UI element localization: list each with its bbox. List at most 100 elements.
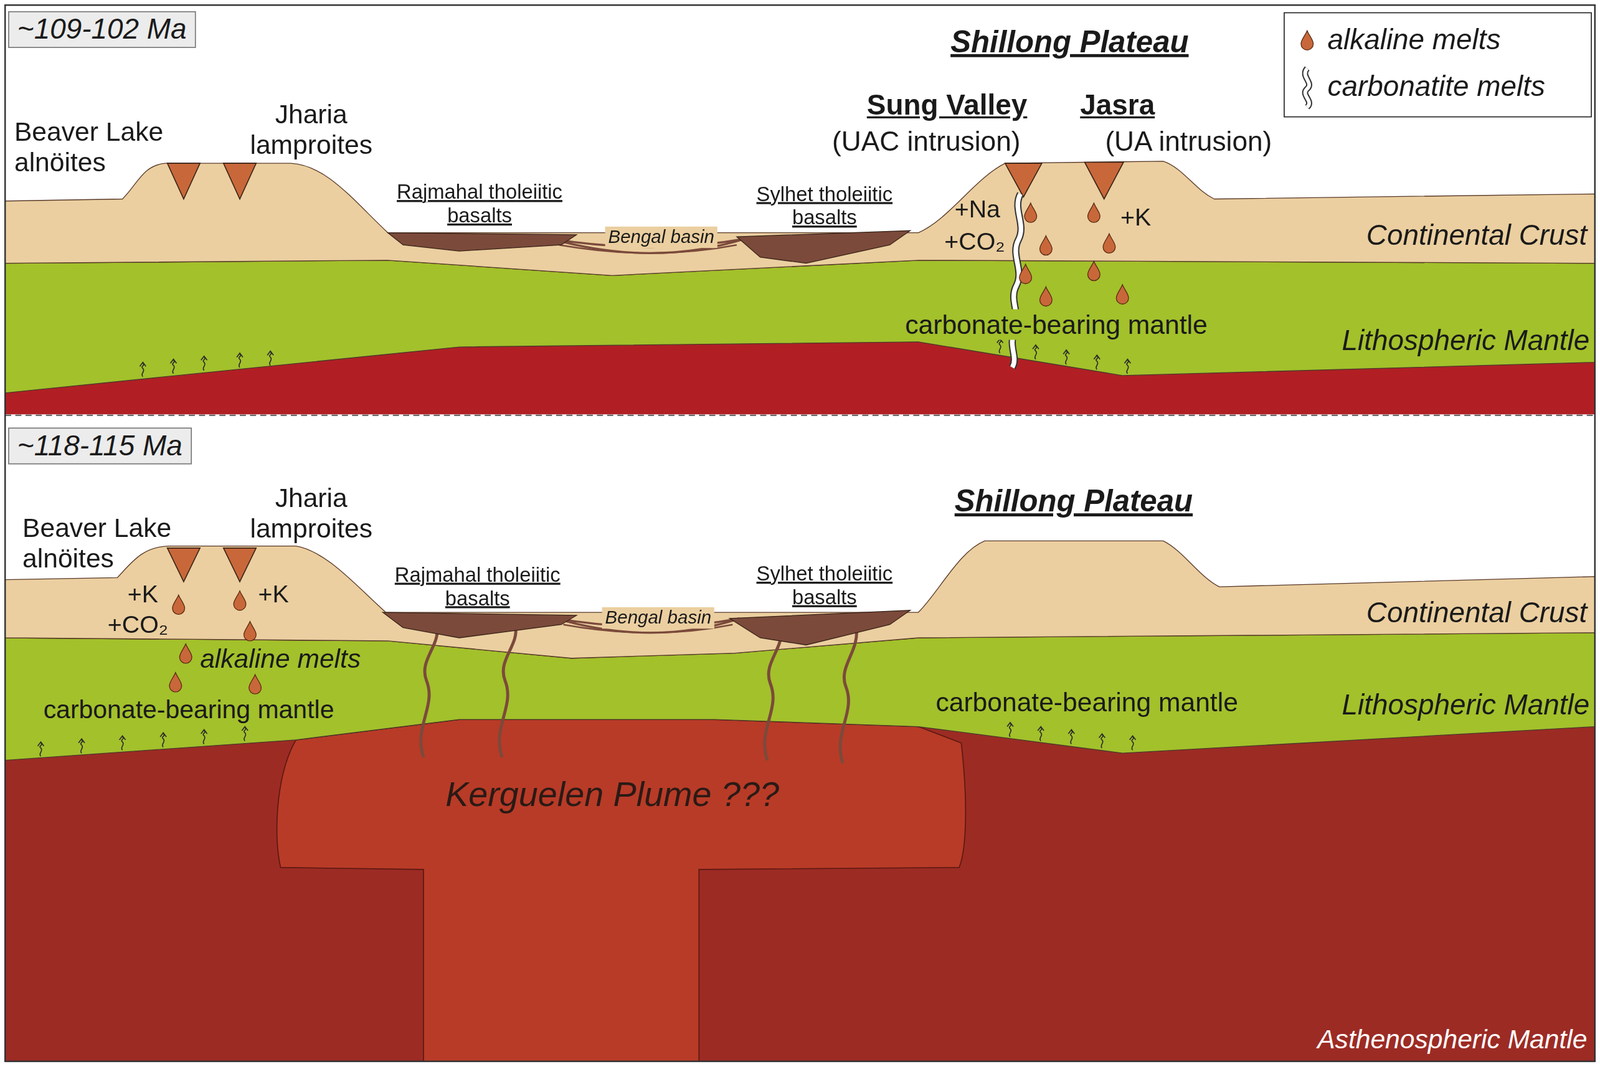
locality-name: Jasra xyxy=(1079,87,1155,121)
melt-drop xyxy=(179,643,192,664)
time-box: ~118-115 Ma xyxy=(8,427,192,464)
legend-text: alkaline melts xyxy=(1327,23,1501,57)
legend-sample xyxy=(1292,64,1322,109)
melt-drop xyxy=(1019,264,1032,284)
melt-drop xyxy=(1116,284,1129,304)
intrusion-type: (UAC intrusion) xyxy=(832,126,1021,159)
intrusion-triangle xyxy=(223,548,256,582)
upwelling-arrow xyxy=(236,353,243,368)
time-label: ~109-102 Ma xyxy=(17,13,187,47)
intrusion-triangle xyxy=(1084,162,1124,200)
melt-drop xyxy=(169,672,182,692)
upwelling-arrow xyxy=(1129,735,1137,750)
intrusion-triangle xyxy=(223,163,256,199)
basalt-label: Sylhet tholeiitic basalts xyxy=(729,181,919,230)
basalt-flow xyxy=(736,230,911,263)
locality-label: Beaver Lake alnöites xyxy=(14,115,178,179)
intrusion-type: (UA intrusion) xyxy=(1104,126,1272,159)
layer-name: Lithospheric Mantle xyxy=(1341,686,1590,721)
upwelling-arrow xyxy=(1032,345,1039,360)
locality-label: Beaver Lake alnöites xyxy=(22,511,186,575)
plume-label: Kerguelen Plume ??? xyxy=(445,773,780,815)
basalt-label: Sylhet tholeiitic basalts xyxy=(729,561,919,610)
upwelling-arrow xyxy=(1007,722,1014,737)
basalt-label: Rajmahal tholeiitic basalts xyxy=(369,179,590,228)
upwelling-arrow xyxy=(170,359,177,374)
mantle-label: carbonate-bearing mantle xyxy=(935,686,1238,718)
melt-drop xyxy=(1024,203,1037,223)
melt-drop xyxy=(1088,260,1101,281)
upwelling-arrow xyxy=(1099,733,1106,748)
upwelling-arrow xyxy=(160,732,167,747)
upwelling-arrow xyxy=(119,735,126,750)
carbonatite-vein-outline xyxy=(1012,193,1021,368)
upwelling-arrow xyxy=(1037,726,1044,742)
basalt-flow xyxy=(388,232,577,251)
mantle-label: carbonate-bearing mantle xyxy=(901,308,1211,341)
basin-label: Bengal basin xyxy=(605,226,718,248)
upwelling-arrow xyxy=(139,362,146,377)
time-label: ~118-115 Ma xyxy=(17,429,183,463)
layer-name: Continental Crust xyxy=(1366,217,1587,252)
upwelling-arrow xyxy=(1124,359,1132,374)
enrichment-label: +Na xyxy=(954,194,1001,224)
melt-drop-sample xyxy=(1301,30,1314,50)
enrichment-label: +CO₂ xyxy=(944,227,1005,256)
carbonatite-vein xyxy=(1012,193,1021,368)
locality-label: Jharia lamproites xyxy=(229,98,393,162)
basalt-flow xyxy=(382,612,577,638)
upwelling-arrow xyxy=(1063,350,1070,365)
region-title: Shillong Plateau xyxy=(950,23,1189,60)
melt-drop xyxy=(1102,233,1116,253)
legend-sample xyxy=(1292,17,1322,63)
continental-crust-layer xyxy=(4,161,1596,276)
locality-label: Jharia lamproites xyxy=(229,482,393,545)
intrusion-triangle xyxy=(1005,163,1042,197)
feeder-dyke xyxy=(499,626,516,758)
lithospheric-mantle-layer xyxy=(4,632,1596,761)
lithospheric-mantle-layer xyxy=(4,260,1596,393)
upwelling-arrow xyxy=(78,738,85,753)
melt-drop xyxy=(244,621,257,641)
feeder-dyke xyxy=(421,626,438,758)
melt-drop xyxy=(233,591,247,611)
upwelling-arrow xyxy=(1093,355,1100,370)
upwelling-arrow xyxy=(37,741,45,757)
enrichment-label: +K xyxy=(1120,203,1151,232)
enrichment-label: +K xyxy=(127,579,159,609)
basin-label: Bengal basin xyxy=(602,606,715,629)
panel-divider xyxy=(4,414,1596,417)
melt-drop xyxy=(1040,286,1053,306)
region-title: Shillong Plateau xyxy=(954,482,1193,519)
upwelling-arrow xyxy=(201,729,208,744)
basalt-label: Rajmahal tholeiitic basalts xyxy=(368,563,588,611)
plume xyxy=(277,719,966,1062)
figure-border xyxy=(4,4,1596,1062)
locality-name: Sung Valley xyxy=(866,87,1028,121)
mantle-label: carbonate-bearing mantle xyxy=(43,695,335,725)
melt-drop xyxy=(249,674,262,694)
layer-name: Continental Crust xyxy=(1366,595,1587,630)
enrichment-label: +CO₂ xyxy=(107,610,169,640)
upwelling-arrow xyxy=(997,338,1004,354)
feeder-dyke xyxy=(840,626,857,764)
asthenosphere-layer xyxy=(4,693,1596,1062)
basalt-flow xyxy=(729,610,910,646)
intrusion-triangle xyxy=(167,163,200,199)
carbonatite-sample-outline xyxy=(1304,68,1310,108)
intrusion-triangle xyxy=(167,548,200,582)
layer-name: Asthenospheric Mantle xyxy=(1317,1022,1587,1054)
upwelling-arrow xyxy=(267,351,274,366)
melt-drop xyxy=(1040,235,1053,255)
layer-name: Lithospheric Mantle xyxy=(1341,323,1590,357)
time-box: ~109-102 Ma xyxy=(8,11,196,48)
enrichment-label: +K xyxy=(258,579,289,609)
upwelling-arrow xyxy=(1068,729,1075,744)
legend-box: alkaline melts carbonatite melts xyxy=(1283,12,1592,118)
carbonatite-sample xyxy=(1304,68,1310,108)
melt-label: alkaline melts xyxy=(199,642,361,674)
upwelling-arrow xyxy=(241,726,248,742)
feeder-dyke xyxy=(764,628,782,760)
legend-text: carbonatite melts xyxy=(1327,70,1546,103)
